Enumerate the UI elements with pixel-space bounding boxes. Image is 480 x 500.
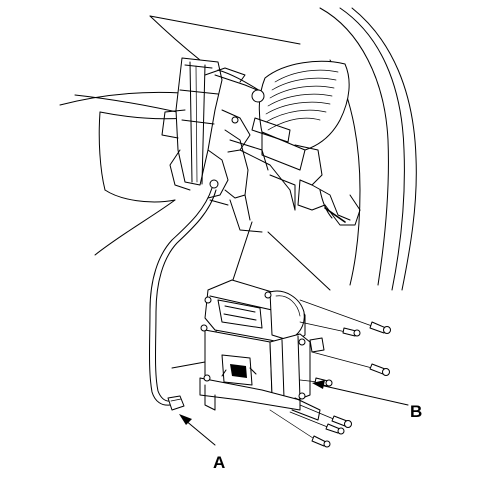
screw-2 xyxy=(299,321,361,337)
screw-1 xyxy=(299,299,391,334)
side-panel xyxy=(319,7,417,291)
screw-7 xyxy=(269,409,331,448)
screw-3 xyxy=(311,351,390,376)
dashboard-outline xyxy=(59,15,301,256)
callout-b-arrow xyxy=(312,380,409,406)
vent-duct xyxy=(251,60,350,171)
screw-6 xyxy=(289,411,345,435)
center-mechanism xyxy=(161,57,296,221)
callout-a-arrow xyxy=(179,414,216,446)
mounting-screws xyxy=(269,299,391,448)
callout-b-label: B xyxy=(410,402,422,421)
screw-5 xyxy=(299,404,352,428)
control-module xyxy=(199,279,325,421)
callout-a-label: A xyxy=(213,453,225,472)
connector-a xyxy=(167,395,185,411)
lower-dash xyxy=(229,144,361,233)
wire-harness xyxy=(149,187,217,406)
